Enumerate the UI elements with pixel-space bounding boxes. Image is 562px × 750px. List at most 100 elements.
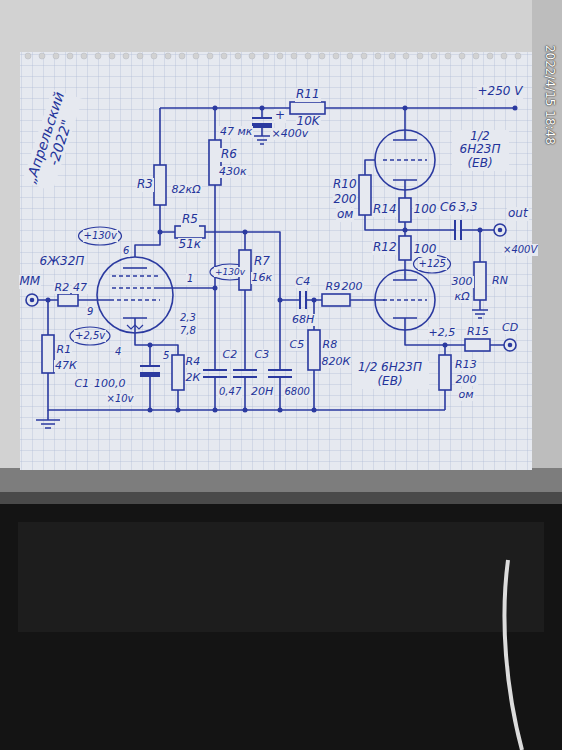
junction-dot — [176, 408, 181, 413]
schematic-label: 200 — [341, 281, 364, 294]
resistor-symbol — [209, 140, 221, 185]
schematic-label: 2,3 — [179, 312, 197, 324]
schematic-label: C6 — [439, 201, 457, 215]
schematic-wires — [38, 108, 515, 410]
resistor-symbol — [175, 226, 205, 238]
junction-dot — [213, 106, 218, 111]
schematic-wires — [158, 287, 215, 289]
resistor-symbol — [439, 355, 451, 390]
handwritten-title: „Апрельский -2022" — [22, 89, 83, 191]
schematic-label: 6800 — [284, 386, 311, 398]
schematic-label: R5 — [181, 213, 199, 227]
paper-perforation — [277, 53, 283, 59]
resistor-symbol — [308, 330, 320, 370]
paper-perforation — [417, 53, 423, 59]
laptop — [0, 504, 562, 750]
paper-perforation — [487, 53, 493, 59]
schematic-label: +250 V — [477, 85, 524, 99]
schematic-label: R15 — [466, 326, 490, 339]
capacitor-symbol — [300, 291, 306, 309]
junction-dot — [243, 408, 248, 413]
paper-perforation — [459, 53, 465, 59]
resistor-symbol — [290, 102, 325, 114]
schematic-label: MM — [19, 275, 42, 289]
triode-tube — [383, 159, 427, 161]
timestamp-watermark: 2022/4/15 18:48 — [542, 44, 556, 146]
resistor-symbol — [399, 236, 411, 260]
schematic-label: C3 — [254, 349, 271, 362]
schematic-label: 3,3 — [458, 201, 479, 215]
triode-tube — [393, 318, 417, 330]
schematic-label: 47 мк — [219, 126, 253, 139]
schematic-wires — [160, 232, 280, 410]
paper-perforation — [263, 53, 269, 59]
junction-dot — [148, 408, 153, 413]
junction-dot — [243, 230, 248, 235]
capacitor-symbol — [252, 123, 272, 128]
triode-tube — [375, 270, 435, 330]
paper-perforation — [445, 53, 451, 59]
schematic-label: R13 — [454, 359, 478, 372]
schematic-label: 430к — [218, 166, 248, 179]
paper-perforation — [179, 53, 185, 59]
paper-perforation — [291, 53, 297, 59]
pentode-tube — [97, 257, 173, 333]
schematic-wires — [404, 108, 406, 130]
resistor-symbol — [172, 355, 184, 390]
schematic-wires — [48, 300, 445, 410]
schematic-label: +130v — [214, 267, 246, 277]
paper-perforation — [333, 53, 339, 59]
resistor-symbol — [42, 335, 54, 373]
schematic-label: 300 — [451, 276, 474, 289]
schematic-label: 5 — [162, 350, 170, 362]
circled-voltage — [70, 227, 451, 345]
paper-perforation — [375, 53, 381, 59]
paper-perforation — [53, 53, 59, 59]
junction-dot — [278, 298, 283, 303]
junction-dot — [478, 228, 483, 233]
connector-terminal — [31, 299, 34, 302]
paper-perforation — [501, 53, 507, 59]
laptop — [0, 468, 562, 750]
graph-paper — [20, 52, 532, 470]
paper-perforation — [25, 53, 31, 59]
paper-perforation — [165, 53, 171, 59]
paper-perforation — [109, 53, 115, 59]
resistor-symbol — [465, 339, 490, 351]
paper-perforation — [67, 53, 73, 59]
schematic-label: R10 — [332, 178, 358, 192]
pentode-tube — [127, 325, 143, 329]
resistor-symbol — [359, 175, 371, 215]
laptop — [0, 492, 562, 504]
connector-terminal — [26, 294, 38, 306]
capacitor-symbol — [140, 365, 160, 367]
resistor-symbol — [154, 165, 166, 205]
graph-paper — [20, 52, 532, 470]
resistor-symbol — [474, 262, 486, 300]
schematic-label: 51к — [178, 238, 203, 252]
paper-perforation — [81, 53, 87, 59]
schematic-label: 0,47 — [218, 386, 242, 398]
paper-perforation — [473, 53, 479, 59]
schematic-label: +2,5v — [74, 330, 106, 342]
schematic-label: 200 — [333, 193, 358, 207]
schematic-label: 82кΩ — [171, 184, 202, 197]
connector-terminal — [494, 224, 506, 236]
schematic-label: C4 — [295, 276, 312, 289]
schematic-label: 47 — [72, 282, 88, 295]
paper-perforation — [39, 53, 45, 59]
schematic-label: 200 — [455, 374, 478, 387]
background-wall — [0, 0, 562, 470]
paper-perforation — [515, 53, 521, 59]
junction-dot — [158, 230, 163, 235]
circled-voltage — [414, 255, 451, 273]
ground-symbol — [472, 310, 488, 318]
junction-dot — [312, 408, 317, 413]
schematic-label: R6 — [220, 148, 238, 162]
capacitor-symbol — [203, 370, 227, 377]
paper-perforation — [207, 53, 213, 59]
paper-perforation — [361, 53, 367, 59]
ground-symbol — [254, 136, 270, 144]
